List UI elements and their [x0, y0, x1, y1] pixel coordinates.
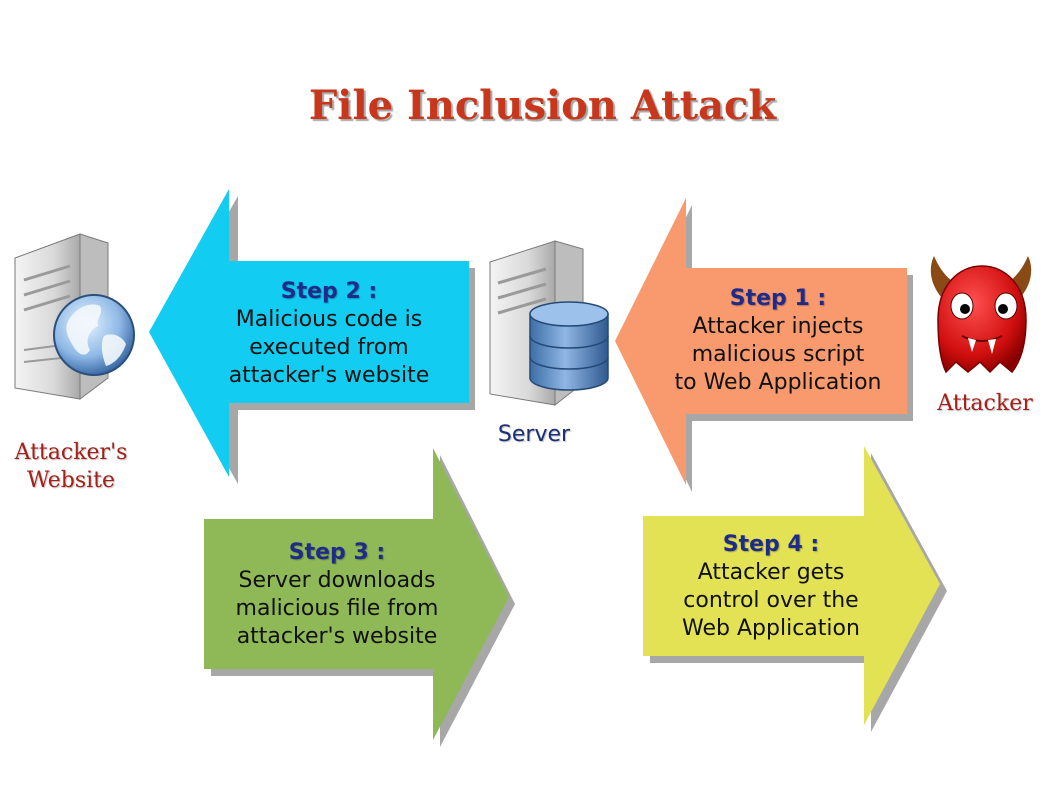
step4-text: Attacker gets control over the Web Appli…	[682, 560, 860, 641]
step4-arrow	[643, 446, 947, 732]
step2-arrow	[149, 189, 475, 484]
step3-heading: Step 3 :	[288, 540, 386, 565]
step1-box: Step 1 : Attacker injects malicious scri…	[648, 285, 908, 397]
step2-text: Malicious code is executed from attacker…	[228, 307, 430, 388]
step1-text: Attacker injects malicious script to Web…	[674, 314, 882, 395]
step2-box: Step 2 : Malicious code is executed from…	[184, 278, 474, 390]
database-server-icon	[489, 240, 609, 407]
step4-box: Step 4 : Attacker gets control over the …	[643, 531, 899, 643]
web-server-globe-icon	[14, 233, 135, 400]
step1-arrow	[615, 198, 913, 492]
diagram-title: File Inclusion Attack	[308, 82, 777, 129]
step1-heading: Step 1 :	[729, 286, 827, 311]
attacker-label: Attacker	[937, 391, 1033, 416]
step3-arrow	[204, 448, 515, 747]
website-label: Attacker's Website	[14, 440, 128, 493]
step3-box: Step 3 : Server downloads malicious file…	[204, 539, 470, 651]
step3-text: Server downloads malicious file from att…	[235, 568, 439, 649]
step2-heading: Step 2 :	[280, 279, 378, 304]
step4-heading: Step 4 :	[722, 532, 820, 557]
server-label: Server	[497, 422, 571, 447]
red-devil-icon	[930, 256, 1032, 374]
